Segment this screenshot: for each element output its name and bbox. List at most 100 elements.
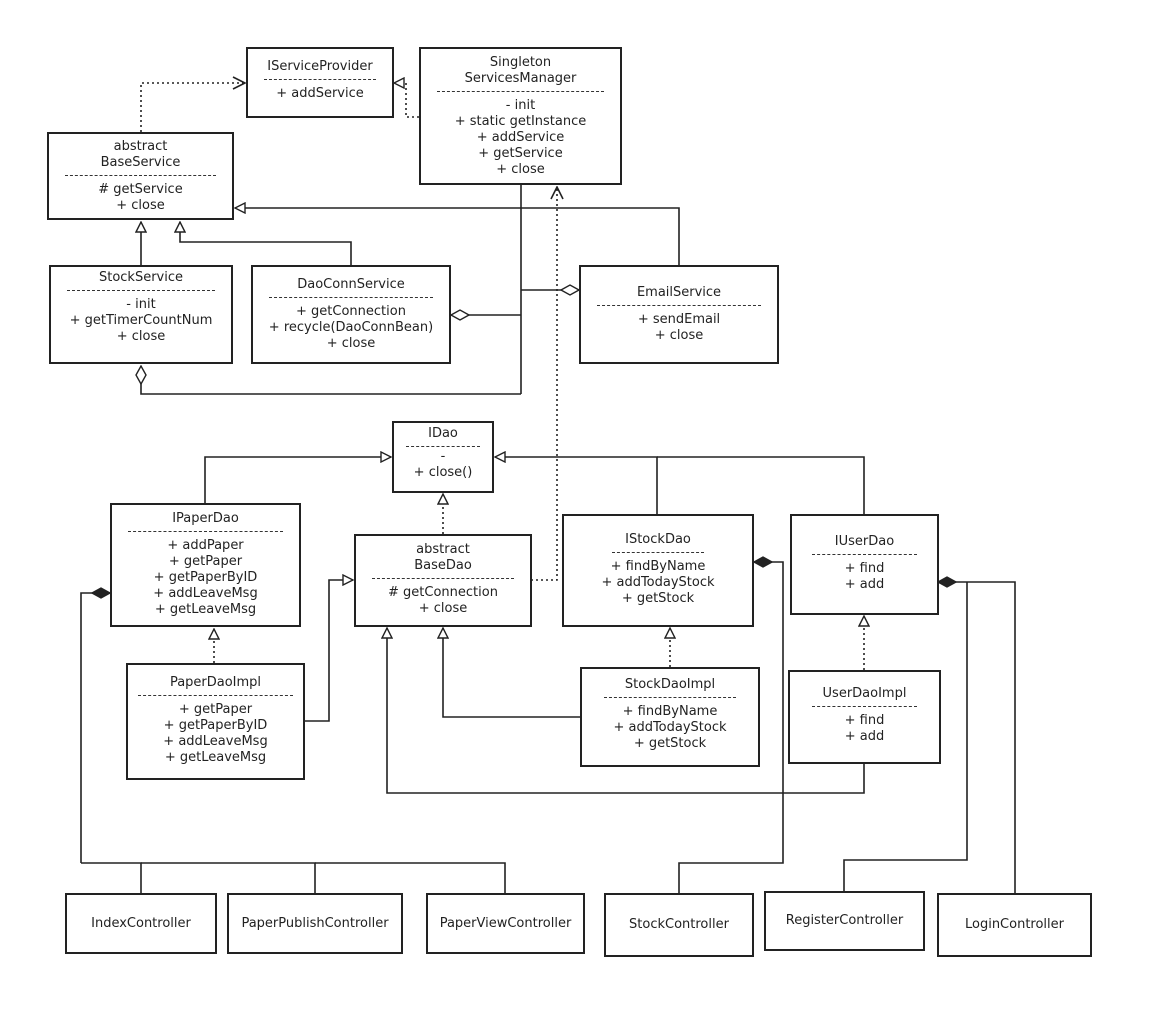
class-iserviceprovider: IServiceProvider + addService <box>246 47 394 118</box>
method: + close <box>116 329 166 344</box>
stereotype: abstract <box>113 139 168 154</box>
divider <box>812 706 917 707</box>
class-name: StockDaoImpl <box>624 677 716 692</box>
class-registercontroller: RegisterController <box>764 891 925 951</box>
method: + getPaperByID <box>163 718 268 733</box>
daoconnservice-extends-baseservice <box>180 222 352 265</box>
paper-controllers-bus-3 <box>315 862 506 893</box>
class-name: RegisterController <box>785 913 904 928</box>
class-name: EmailService <box>636 285 722 300</box>
method: + close <box>496 162 545 177</box>
ipaperdao-extends-idao <box>204 457 391 503</box>
stereotype: abstract <box>416 542 470 557</box>
method: + getTimerCountNum <box>69 313 213 328</box>
divider <box>128 531 283 532</box>
class-name: IPaperDao <box>172 511 239 526</box>
method: + addLeaveMsg <box>153 586 258 601</box>
class-stockservice: StockService - init + getTimerCountNum +… <box>49 265 233 364</box>
method: + addService <box>276 86 364 101</box>
method: + findByName <box>610 559 706 574</box>
method: # getService <box>98 182 183 197</box>
divider <box>269 297 433 298</box>
class-servicesmanager: Singleton ServicesManager - init + stati… <box>419 47 622 185</box>
method: + getPaper <box>168 554 243 569</box>
class-basedao: abstract BaseDao # getConnection + close <box>354 534 532 627</box>
class-name: StockService <box>98 270 184 285</box>
method: + addLeaveMsg <box>163 734 268 749</box>
method: + close() <box>413 465 473 480</box>
divider <box>604 697 736 698</box>
class-name: StockController <box>629 917 729 932</box>
paper-controllers-bus-2 <box>141 862 316 893</box>
method: + close <box>654 328 704 343</box>
method: + recycle(DaoConnBean) <box>268 320 434 335</box>
stockdaoimpl-extends-basedao <box>443 628 580 718</box>
class-paperviewcontroller: PaperViewController <box>426 893 585 954</box>
method: + sendEmail <box>637 312 721 327</box>
method: + getPaperByID <box>153 570 258 585</box>
method: + getConnection <box>296 304 406 319</box>
method: + addTodayStock <box>613 720 727 735</box>
class-iuserdao: IUserDao + find + add <box>790 514 939 615</box>
class-name: BaseService <box>100 155 181 170</box>
stereotype: Singleton <box>489 55 552 70</box>
composition-to-istockdao <box>678 562 784 893</box>
class-name: ServicesManager <box>464 71 577 86</box>
divider <box>67 290 215 291</box>
class-paperdaoimpl: PaperDaoImpl + getPaper + getPaperByID +… <box>126 663 305 780</box>
method: + find <box>844 713 885 728</box>
divider <box>597 305 761 306</box>
method: - init <box>126 297 156 312</box>
class-daoconnservice: DaoConnService + getConnection + recycle… <box>251 265 451 364</box>
divider <box>612 552 704 553</box>
basedao-to-servicesmanager-dependency <box>531 187 557 581</box>
class-istockdao: IStockDao + findByName + addTodayStock +… <box>562 514 754 627</box>
paperdaoimpl-extends-basedao <box>305 580 353 722</box>
method: + addService <box>476 130 565 145</box>
divider <box>812 554 917 555</box>
method: + addTodayStock <box>601 575 715 590</box>
class-logincontroller: LoginController <box>937 893 1092 957</box>
class-name: DaoConnService <box>297 277 405 292</box>
composition-to-ipaperdao <box>80 593 110 863</box>
divider <box>406 446 480 447</box>
divider <box>264 79 376 80</box>
method: + findByName <box>622 704 718 719</box>
userdaoimpl-extends-basedao <box>387 628 865 794</box>
divider <box>138 695 293 696</box>
method: - init <box>505 98 536 113</box>
register-to-iuserdao-bus <box>843 582 968 891</box>
class-name: IndexController <box>91 915 191 931</box>
class-name: IStockDao <box>625 532 691 547</box>
method: # getConnection <box>388 585 498 600</box>
method: + getStock <box>633 736 707 751</box>
method: + addPaper <box>167 538 244 553</box>
method: + find <box>844 561 885 576</box>
class-name: BaseDao <box>414 558 472 573</box>
class-ipaperdao: IPaperDao + addPaper + getPaper + getPap… <box>110 503 301 627</box>
method: + getStock <box>621 591 695 606</box>
istockdao-extends-idao <box>495 457 658 514</box>
class-name: PaperDaoImpl <box>169 675 262 690</box>
method: + close <box>326 336 376 351</box>
class-name: LoginController <box>964 917 1065 932</box>
class-name: IUserDao <box>834 534 895 549</box>
paper-controllers-bus <box>81 862 142 893</box>
composition-to-iuserdao <box>938 582 1016 893</box>
method: + getLeaveMsg <box>164 750 267 765</box>
method: + add <box>844 577 885 592</box>
servicesmanager-realizes-iserviceprovider <box>394 83 419 118</box>
method: + add <box>844 729 885 744</box>
class-stockdaoimpl: StockDaoImpl + findByName + addTodayStoc… <box>580 667 760 767</box>
class-name: PaperPublishController <box>241 915 389 931</box>
baseservice-to-iserviceprovider-dependency <box>140 83 245 132</box>
iuserdao-extends-idao <box>657 456 865 514</box>
class-name: IDao <box>428 426 458 441</box>
emailservice-extends-baseservice <box>235 208 680 265</box>
class-userdaoimpl: UserDaoImpl + find + add <box>788 670 941 764</box>
method: + static getInstance <box>454 114 587 129</box>
class-name: PaperViewController <box>439 915 572 931</box>
class-name: UserDaoImpl <box>822 686 907 701</box>
